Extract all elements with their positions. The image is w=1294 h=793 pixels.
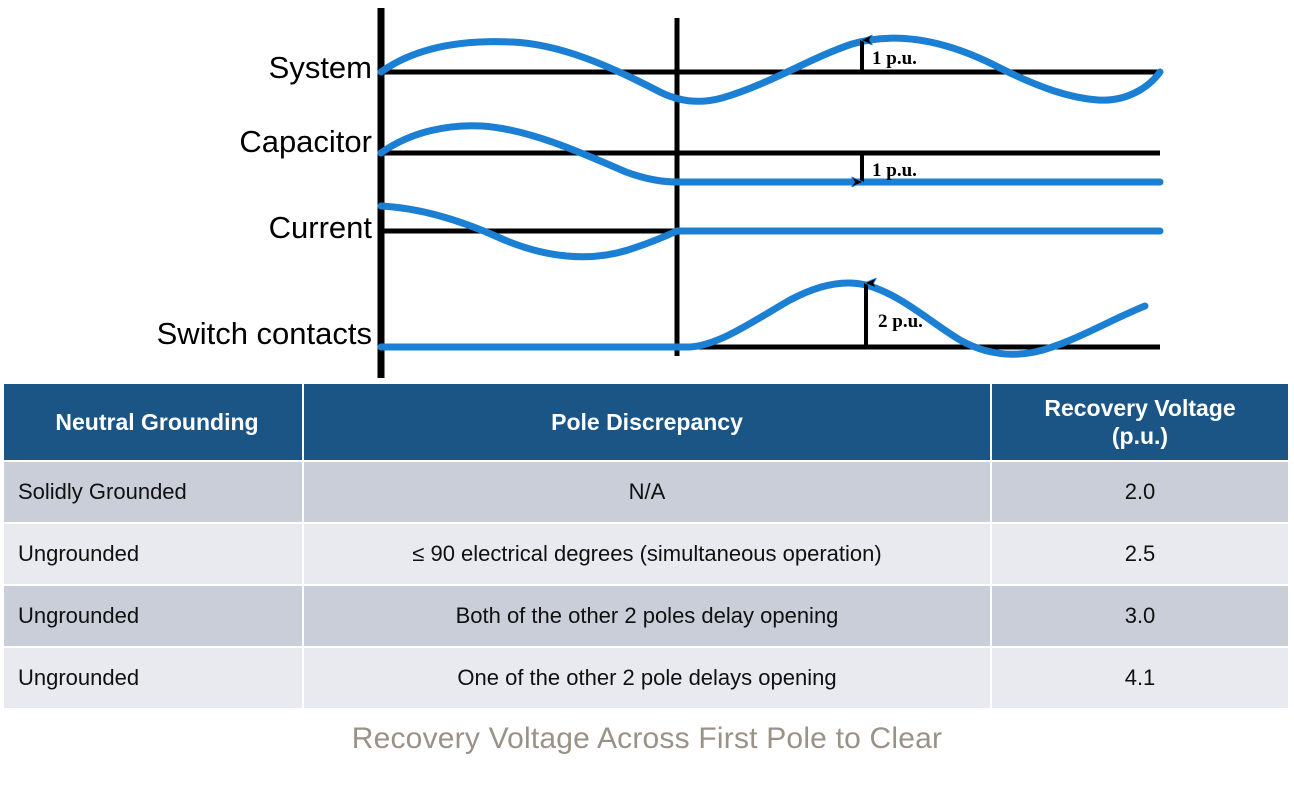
cell-pole-discrepancy: Both of the other 2 poles delay opening: [304, 586, 990, 647]
cell-recovery-voltage: 3.0: [992, 586, 1288, 647]
waveform-plot: 1 p.u. 1 p.u. 2 p.u.: [377, 8, 1164, 378]
recovery-voltage-table: Neutral Grounding Pole Discrepancy Recov…: [2, 382, 1290, 710]
cell-recovery-voltage: 2.0: [992, 462, 1288, 523]
cell-neutral-grounding: Ungrounded: [4, 586, 302, 647]
current-waveform: [377, 202, 1164, 261]
column-header-neutral-grounding: Neutral Grounding: [4, 384, 302, 461]
waveform-figure: System Capacitor Current Switch contacts…: [0, 0, 1294, 378]
cell-pole-discrepancy: N/A: [304, 462, 990, 523]
cell-pole-discrepancy: ≤ 90 electrical degrees (simultaneous op…: [304, 524, 990, 585]
trace-label-current: Current: [268, 210, 372, 245]
cell-neutral-grounding: Ungrounded: [4, 648, 302, 709]
column-header-recovery-voltage-line2: (p.u.): [1111, 423, 1169, 450]
table-row: Ungrounded One of the other 2 pole delay…: [4, 648, 1288, 709]
trace-label-column: System Capacitor Current Switch contacts: [0, 0, 372, 378]
switch-pu-label: 2 p.u.: [878, 311, 923, 332]
table-row: Ungrounded ≤ 90 electrical degrees (simu…: [4, 524, 1288, 585]
cell-recovery-voltage: 4.1: [992, 648, 1288, 709]
trace-label-system: System: [268, 50, 372, 85]
table-row: Solidly Grounded N/A 2.0: [4, 462, 1288, 523]
cell-neutral-grounding: Ungrounded: [4, 524, 302, 585]
capacitor-waveform: [377, 122, 1164, 186]
capacitor-pu-label: 1 p.u.: [872, 160, 917, 181]
trace-label-switch-contacts: Switch contacts: [156, 316, 372, 351]
system-waveform: [377, 34, 1164, 105]
table-header-row: Neutral Grounding Pole Discrepancy Recov…: [4, 384, 1288, 461]
cell-pole-discrepancy: One of the other 2 pole delays opening: [304, 648, 990, 709]
switch-contacts-waveform: [377, 279, 1149, 358]
figure-caption: Recovery Voltage Across First Pole to Cl…: [351, 722, 943, 755]
cell-recovery-voltage: 2.5: [992, 524, 1288, 585]
trace-label-capacitor: Capacitor: [239, 124, 372, 159]
cell-neutral-grounding: Solidly Grounded: [4, 462, 302, 523]
table-row: Ungrounded Both of the other 2 poles del…: [4, 586, 1288, 647]
column-header-recovery-voltage-line1: Recovery Voltage: [1044, 395, 1236, 421]
column-header-recovery-voltage: Recovery Voltage (p.u.): [992, 384, 1288, 461]
column-header-pole-discrepancy: Pole Discrepancy: [304, 384, 990, 461]
system-pu-label: 1 p.u.: [872, 48, 917, 69]
